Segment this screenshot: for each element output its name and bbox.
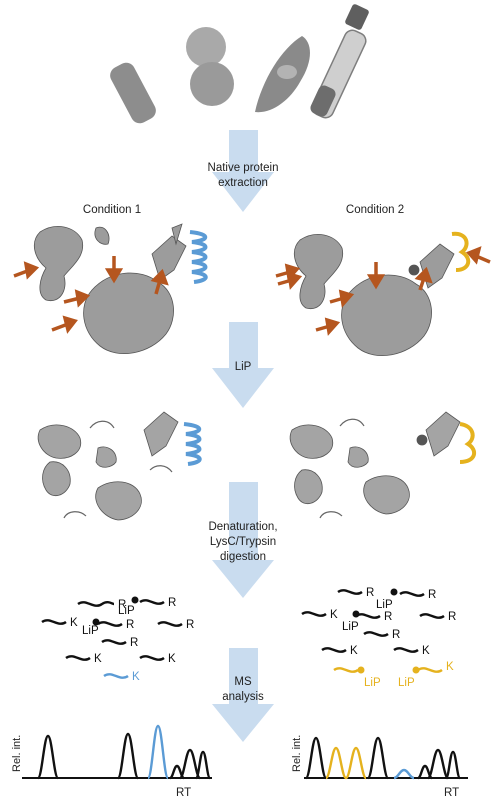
chromatogram-peak (36, 734, 60, 780)
chromatogram-peak (426, 748, 450, 780)
condition-2-lip-cleavage-dot (352, 610, 360, 618)
lip-site-label: LiP (82, 625, 99, 637)
peptide-end-label: R (126, 619, 134, 631)
condition-1-native-proteins (33, 223, 187, 354)
peptide-end-label: K (70, 617, 78, 629)
peptide-end-label: R (384, 611, 392, 623)
lip-site-label: LiP (118, 605, 135, 617)
denaturation-label-line3: digestion (220, 551, 266, 563)
peptide-end-label: R (428, 589, 436, 601)
yellow-lip-site-label: LiP (398, 677, 415, 689)
denaturation-label-line2: LysC/Trypsin (210, 536, 276, 548)
peptide-end-label: K (330, 609, 338, 621)
condition-1-blue-helix (189, 230, 208, 284)
chromatogram-peak (366, 736, 390, 780)
condition-2-yellow-peptides (333, 667, 443, 673)
chromatogram-peak-yellow (324, 746, 348, 780)
peptide-end-label: R (130, 637, 138, 649)
chromatogram-peak-blue (146, 724, 170, 780)
mammalian-cell-image (255, 36, 310, 113)
condition-2-peptides (301, 589, 445, 653)
extraction-label-line1: Native protein (208, 162, 279, 174)
peptide-end-label: K (422, 645, 430, 657)
peptide-end-label: K (94, 653, 102, 665)
lip-arrow (212, 322, 274, 408)
condition-2-lip-site-arrows (275, 246, 491, 336)
chromatogram-2-ylabel: Rel. int. (291, 735, 303, 772)
chromatogram-peak-yellow (344, 746, 368, 780)
yellow-lip-site-label: LiP (364, 677, 381, 689)
blue-peptide-end-label: K (132, 671, 140, 683)
extraction-arrow (212, 130, 274, 212)
condition-2-yellow-lip-dot (412, 666, 420, 674)
condition-2-native-proteins (293, 234, 455, 356)
peptide-end-label: R (448, 611, 456, 623)
condition-1-lip-cleavage-dot (92, 618, 100, 626)
ms-label-line1: MS (234, 676, 252, 688)
chromatogram-peak (116, 732, 140, 780)
condition-2-yellow-lip-dot (357, 666, 365, 674)
peptide-end-label: R (118, 599, 126, 611)
chromatogram-peak (194, 750, 212, 780)
condition-1-peptides (41, 599, 183, 661)
chromatogram-peak (444, 750, 462, 780)
condition-2-loose-peptides (319, 418, 365, 519)
ms-label-line2: analysis (222, 691, 264, 703)
condition-1-loose-peptides (63, 420, 173, 519)
condition-1-lip-cleavage-dot (131, 596, 139, 604)
condition-2-lip-yellow-loop (459, 422, 477, 464)
lip-site-label: LiP (342, 621, 359, 633)
lip-site-label: LiP (376, 599, 393, 611)
chromatogram-1-xlabel: RT (176, 787, 191, 799)
yellow-peptide-end-label: K (446, 661, 454, 673)
condition-1-label: Condition 1 (83, 204, 141, 216)
chromatogram-peak (178, 748, 202, 780)
peptide-end-label: K (168, 653, 176, 665)
bacterium-image (110, 62, 156, 124)
peptide-end-label: K (350, 645, 358, 657)
chromatogram-1-ylabel: Rel. int. (11, 735, 23, 772)
blood-tube-image (310, 4, 369, 119)
condition-2-label: Condition 2 (346, 204, 404, 216)
condition-2-yellow-loop (451, 231, 471, 272)
condition-1-lip-blue-helix (183, 422, 202, 466)
ms-arrow (212, 648, 274, 742)
peptide-end-label: R (168, 597, 176, 609)
chromatogram-peak (304, 736, 328, 780)
peptide-end-label: R (392, 629, 400, 641)
condition-2-lip-cleavage-dot (390, 588, 398, 596)
digestion-arrow (212, 482, 274, 598)
chromatogram-peak-blue (393, 768, 415, 780)
condition-1-lip-fragments (37, 411, 179, 521)
condition-1-lip-site-arrows (13, 256, 169, 334)
chromatogram-2-xlabel: RT (444, 787, 459, 799)
condition-1-chromatogram (22, 724, 212, 780)
peptide-end-label: R (366, 587, 374, 599)
condition-2-lip-fragments (289, 411, 461, 515)
extraction-label-line2: extraction (218, 177, 268, 189)
lip-step-label: LiP (235, 361, 252, 373)
denaturation-label-line1: Denaturation, (208, 521, 277, 533)
yeast-image (186, 27, 234, 106)
peptide-end-label: R (186, 619, 194, 631)
condition-2-chromatogram (304, 736, 468, 780)
condition-1-blue-peptide (103, 673, 129, 679)
